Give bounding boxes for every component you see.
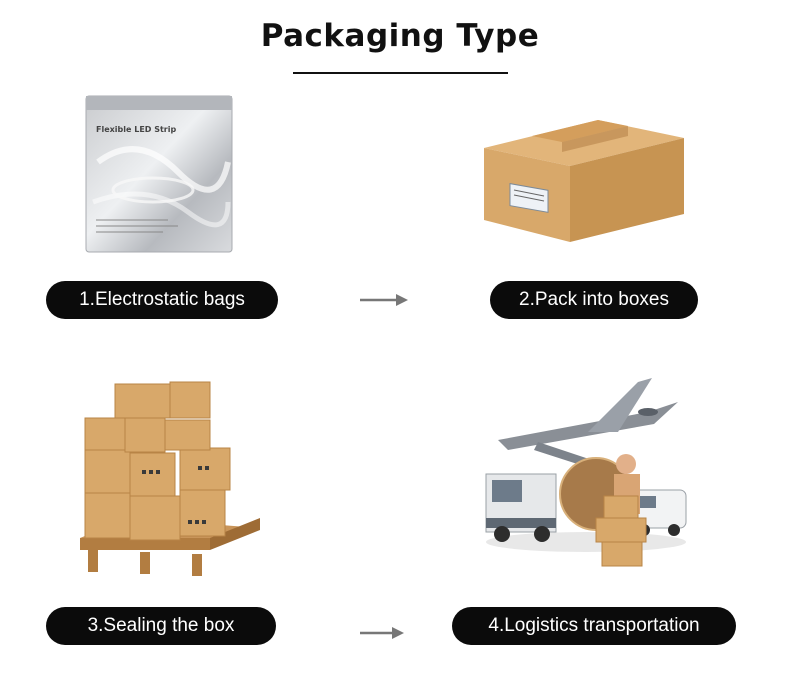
bag-product-label: Flexible LED Strip	[96, 125, 176, 134]
cardboard-box-icon	[484, 120, 684, 242]
page-title: Packaging Type	[260, 18, 540, 54]
step-4-label: 4.Logistics transportation	[452, 607, 736, 645]
step-3-label: 3.Sealing the box	[46, 607, 276, 645]
arrow-right-icon	[360, 627, 404, 639]
title-underline	[293, 72, 508, 74]
pallet-boxes-icon	[80, 381, 260, 576]
logistics-icon	[485, 378, 687, 567]
antistatic-bag-icon: Flexible LED Strip	[85, 95, 233, 253]
step-1-label: 1.Electrostatic bags	[46, 281, 278, 319]
arrow-right-icon	[360, 294, 408, 306]
step-2-label: 2.Pack into boxes	[490, 281, 698, 319]
